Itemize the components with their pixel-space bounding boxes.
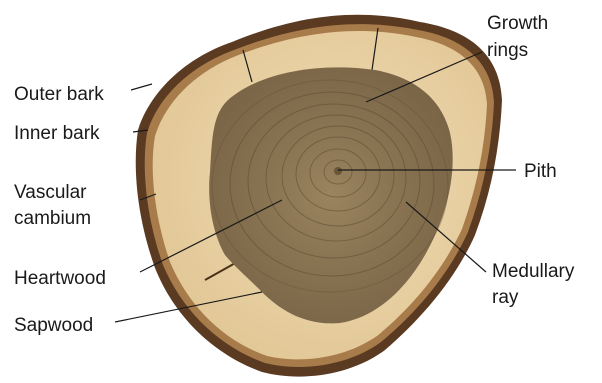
label-sapwood: Sapwood: [14, 315, 93, 336]
label-outer-bark: Outer bark: [14, 84, 104, 105]
label-rings: rings: [487, 40, 528, 61]
label-inner-bark: Inner bark: [14, 123, 100, 144]
label-pith: Pith: [524, 161, 557, 182]
label-vascular: Vascular: [14, 182, 87, 203]
label-ray: ray: [492, 287, 519, 308]
label-medullary: Medullary: [492, 261, 575, 282]
leader-outer-bark: [131, 84, 152, 90]
label-cambium: cambium: [14, 208, 91, 229]
pith-mark: [334, 167, 342, 175]
label-heartwood: Heartwood: [14, 268, 106, 289]
label-growth: Growth: [487, 13, 548, 34]
